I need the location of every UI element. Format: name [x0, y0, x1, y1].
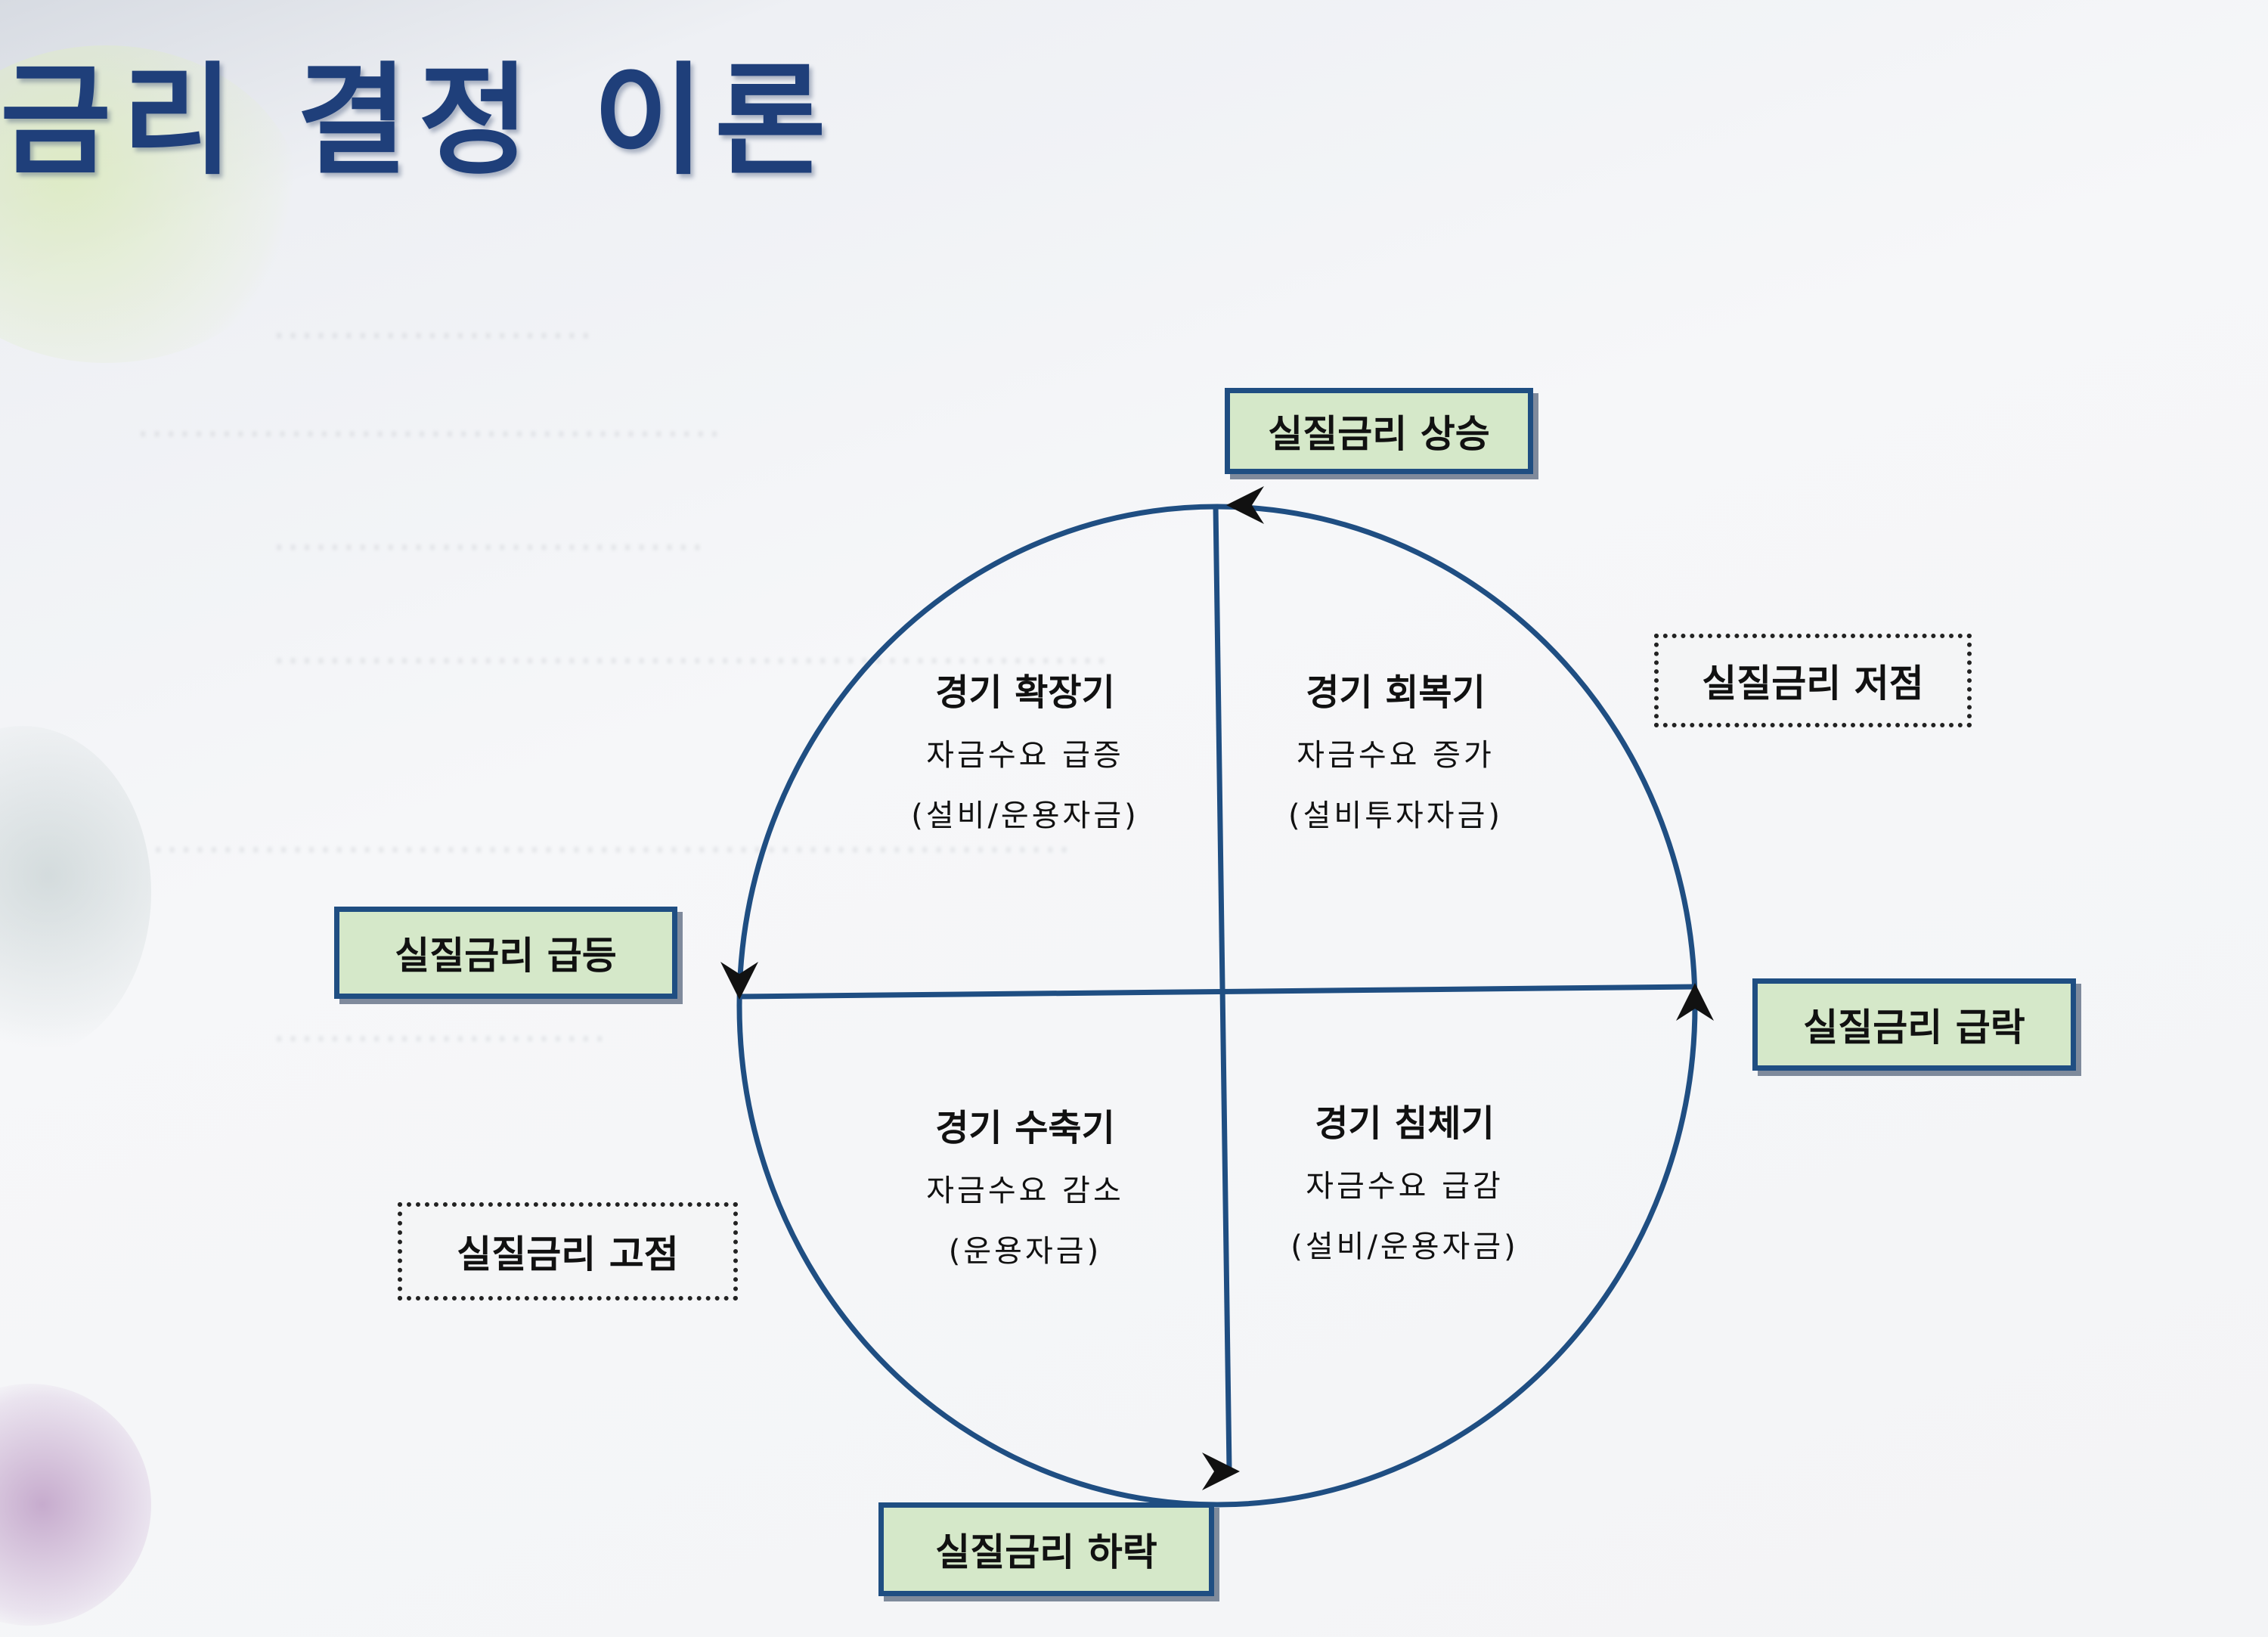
- label-rate-fall: 실질금리 하락: [878, 1502, 1214, 1596]
- quadrant-expansion-funds: (설비/운용자금): [911, 798, 1139, 833]
- quadrant-expansion-title: 경기 확장기: [935, 671, 1115, 714]
- arrow-left-icon: [720, 962, 758, 1000]
- label-rate-trough: 실질금리 저점: [1654, 634, 1972, 727]
- quadrant-recovery-demand: 자금수요 증가: [1297, 738, 1495, 773]
- background-faded-text-6: ························: [272, 1013, 607, 1065]
- decorative-orb-top: [0, 45, 302, 363]
- quadrant-recovery: 경기 회복기 자금수요 증가 (설비투자자금): [1214, 662, 1577, 851]
- background-faded-text-3: ·······························: [272, 522, 705, 573]
- quadrant-recession-funds: (설비/운용자금): [1290, 1229, 1519, 1264]
- quadrant-expansion-demand: 자금수요 급증: [926, 738, 1124, 773]
- label-rate-plunge: 실질금리 급락: [1752, 978, 2076, 1071]
- label-rate-peak: 실질금리 고점: [398, 1202, 738, 1301]
- slide-title: 금리 결정 이론: [0, 50, 837, 191]
- background-faded-text-5: ········································…: [151, 824, 1071, 876]
- quadrant-recession-title: 경기 침체기: [1315, 1102, 1495, 1145]
- quadrant-contraction: 경기 수축기 자금수요 감소 (운용자금): [844, 1098, 1207, 1287]
- quadrant-expansion: 경기 확장기 자금수요 급증 (설비/운용자금): [844, 662, 1207, 851]
- label-rate-surge: 실질금리 급등: [334, 907, 677, 999]
- quadrant-recession-demand: 자금수요 급감: [1306, 1169, 1504, 1204]
- quadrant-contraction-title: 경기 수축기: [935, 1107, 1115, 1149]
- arrow-bottom-icon: [1202, 1453, 1240, 1490]
- quadrant-recovery-funds: (설비투자자금): [1287, 798, 1503, 833]
- background-faded-text-2: ········································…: [136, 408, 722, 460]
- quadrant-contraction-demand: 자금수요 감소: [926, 1173, 1124, 1208]
- arrow-right-icon: [1676, 983, 1714, 1021]
- quadrant-contraction-funds: (운용자금): [948, 1234, 1102, 1269]
- arrow-top-icon: [1226, 486, 1264, 524]
- vertical-axis-line: [1213, 504, 1232, 1471]
- quadrant-recovery-title: 경기 회복기: [1306, 671, 1486, 714]
- horizontal-axis-line: [739, 984, 1696, 1000]
- background-faded-text-1: ·······················: [272, 310, 593, 361]
- quadrant-recession: 경기 침체기 자금수요 급감 (설비/운용자금): [1223, 1093, 1586, 1282]
- label-rate-rise: 실질금리 상승: [1225, 388, 1533, 474]
- background-faded-text-4: ········································…: [272, 635, 1109, 687]
